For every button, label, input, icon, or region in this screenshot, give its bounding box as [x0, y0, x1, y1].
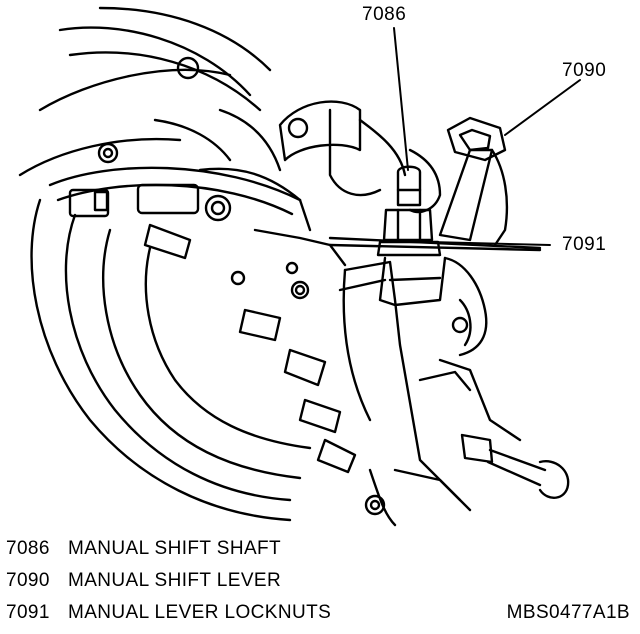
- bolt-holes: [99, 58, 384, 514]
- leader-7091: [430, 242, 550, 245]
- legend-number: 7091: [6, 602, 50, 623]
- legend-row-7090: 7090 MANUAL SHIFT LEVER: [6, 570, 281, 592]
- transmission-case-line-drawing: [0, 0, 640, 530]
- leader-lines: [394, 28, 580, 245]
- figure-id: MBS0477A1B: [506, 602, 630, 623]
- lower-casting: [340, 258, 520, 510]
- leader-7086: [394, 28, 408, 170]
- callout-7091: 7091: [562, 234, 607, 255]
- callout-7086: 7086: [362, 4, 407, 25]
- legend-row-7086: 7086 MANUAL SHIFT SHAFT: [6, 538, 281, 560]
- legend-label: MANUAL LEVER LOCKNUTS: [68, 602, 332, 623]
- legend-number: 7090: [6, 570, 50, 591]
- callout-7090: 7090: [562, 60, 607, 81]
- manual-shift-shaft: [398, 167, 420, 205]
- fluid-fitting: [370, 435, 568, 525]
- leader-7090: [505, 80, 580, 135]
- housing-ring: [32, 168, 310, 520]
- manual-shift-lever: [330, 118, 540, 250]
- legend-label: MANUAL SHIFT SHAFT: [68, 538, 282, 559]
- ring-slots: [70, 185, 355, 472]
- legend-number: 7086: [6, 538, 50, 559]
- legend-label: MANUAL SHIFT LEVER: [68, 570, 282, 591]
- case-bosses: [155, 102, 440, 265]
- case-outer-arcs: [20, 8, 270, 175]
- legend-row-7091: 7091 MANUAL LEVER LOCKNUTS: [6, 602, 331, 624]
